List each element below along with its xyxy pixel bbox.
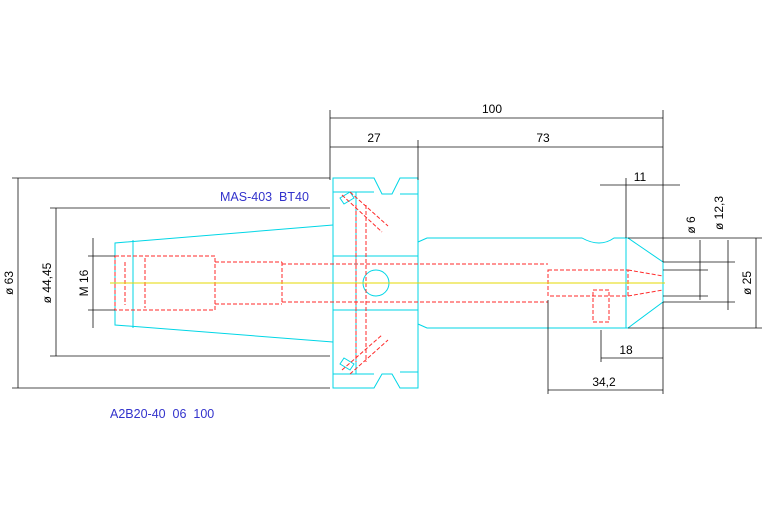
dim-overall-length: 100: [482, 102, 502, 116]
dim-flange-length: 27: [367, 131, 381, 145]
dim-dia-tip: ø 12,3: [712, 196, 726, 230]
dim-dia-flange: ø 63: [2, 271, 16, 295]
dim-shank-length: 73: [536, 131, 550, 145]
dim-bore-depth: 34,2: [592, 375, 616, 389]
dim-dia-taper: ø 44,45: [40, 262, 54, 303]
dim-thread: M 16: [77, 269, 91, 296]
label-part-number: A2B20-40 06 100: [110, 407, 214, 421]
label-holder-spec: MAS-403 BT40: [220, 190, 309, 204]
dim-dia-shank: ø 25: [740, 271, 754, 295]
dim-screw-offset: 18: [619, 343, 633, 357]
dimension-lines: [12, 110, 762, 394]
dim-tip-length: 11: [634, 170, 647, 184]
dim-dia-bore: ø 6: [684, 216, 698, 234]
